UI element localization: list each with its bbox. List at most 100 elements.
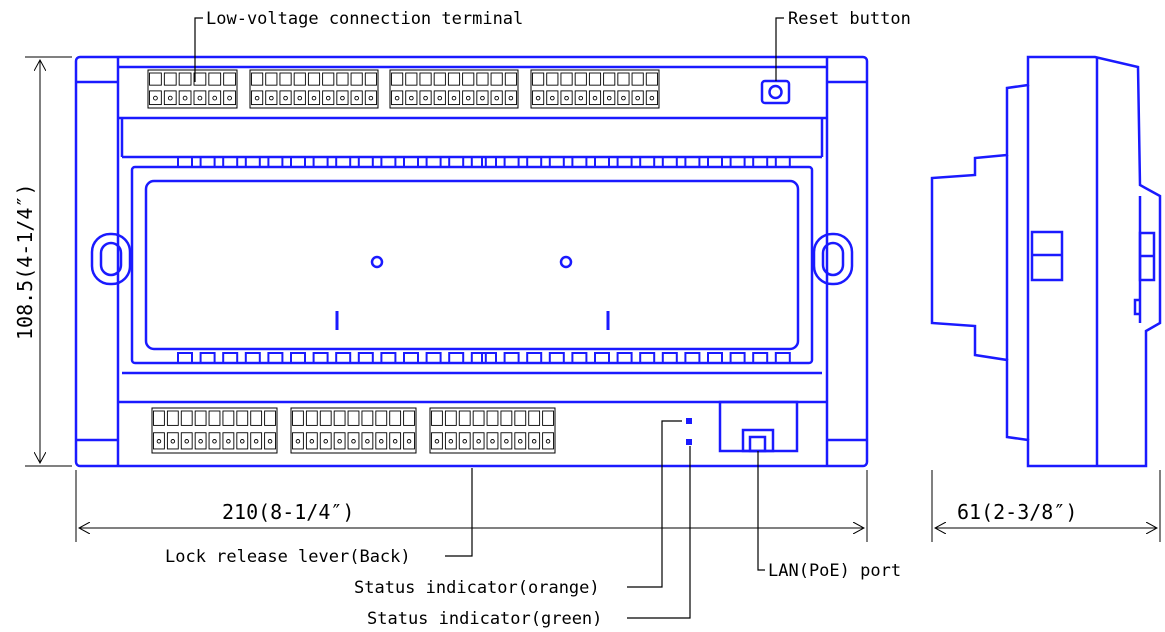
- vent-slot: [616, 156, 633, 168]
- vent-slot: [222, 352, 239, 364]
- lan-port-latch-inner: [748, 435, 767, 453]
- vent-slot: [571, 352, 588, 364]
- vent-slot: [752, 156, 769, 168]
- vent-slot: [661, 352, 678, 364]
- vent-slot: [526, 352, 543, 364]
- callout-status-green: Status indicator(green): [367, 609, 602, 629]
- vent-slot: [616, 352, 633, 364]
- vent-slot: [244, 156, 261, 168]
- vent-slot: [312, 156, 329, 168]
- left-mount-hole: [99, 241, 123, 277]
- vent-slot: [290, 352, 306, 364]
- vent-slot: [380, 156, 397, 168]
- vent-slot: [571, 156, 588, 168]
- vent-slot: [448, 352, 465, 364]
- vent-slot: [425, 352, 442, 364]
- terminal-block: [147, 69, 238, 109]
- vent-slot: [403, 156, 419, 168]
- right-mount-ear: [825, 57, 867, 466]
- callout-reset-button: Reset button: [788, 9, 911, 29]
- vent-slot: [639, 156, 656, 168]
- front-view: [74, 55, 869, 468]
- right-mount-hole-boss: [812, 232, 854, 286]
- vent-slot: [267, 156, 284, 168]
- status-indicator-orange: [686, 418, 692, 424]
- callout-lock-release-lever: Lock release lever(Back): [165, 547, 411, 567]
- vent-slot: [548, 352, 565, 364]
- vent-slot: [526, 156, 543, 168]
- vent-slot: [639, 352, 656, 364]
- vent-slot: [470, 156, 487, 168]
- vent-slot: [503, 156, 520, 168]
- vent-slot: [244, 352, 261, 364]
- low-voltage-terminal-blocks: [147, 69, 660, 109]
- dimension-height: 108.5(4-1/4″): [13, 183, 37, 340]
- status-indicator-green: [686, 439, 692, 445]
- terminal-block: [151, 407, 278, 454]
- vent-slot: [684, 352, 701, 364]
- vent-slot: [594, 352, 610, 364]
- vent-slot: [199, 352, 216, 364]
- center-cover: [130, 165, 814, 365]
- vent-slot: [177, 156, 193, 168]
- vent-slot: [403, 352, 419, 364]
- vent-slot: [267, 352, 284, 364]
- vent-slot: [335, 156, 352, 168]
- vent-slot: [470, 352, 487, 364]
- reset-button-core: [768, 84, 783, 100]
- vent-slot: [774, 156, 791, 168]
- terminal-block: [530, 69, 660, 109]
- vent-slot: [707, 352, 723, 364]
- terminal-block: [290, 407, 417, 454]
- screw-left: [370, 255, 384, 269]
- lan-port: [718, 400, 799, 453]
- terminal-block: [429, 407, 556, 454]
- callout-low-voltage-terminal: Low-voltage connection terminal: [206, 9, 523, 29]
- vent-slot: [707, 156, 723, 168]
- vent-slot: [481, 156, 497, 168]
- side-view: [930, 55, 1162, 468]
- vent-slots-top: [177, 156, 791, 168]
- left-mount-ear: [76, 57, 120, 466]
- lan-port-latch: [741, 428, 775, 453]
- vent-slot: [548, 156, 565, 168]
- vent-slot: [774, 352, 791, 364]
- vent-slot: [357, 156, 374, 168]
- dimension-depth: 61(2-3/8″): [957, 500, 1077, 524]
- callout-status-orange: Status indicator(orange): [354, 578, 600, 598]
- vent-slot: [312, 352, 329, 364]
- vent-slot: [177, 352, 193, 364]
- terminal-block: [249, 69, 379, 109]
- vent-slot: [594, 156, 610, 168]
- vent-slot: [684, 156, 701, 168]
- vent-slot: [380, 352, 397, 364]
- vent-slot: [729, 352, 746, 364]
- vent-slot: [661, 156, 678, 168]
- vent-slot: [199, 156, 216, 168]
- right-mount-hole: [821, 241, 845, 277]
- vent-slot: [481, 352, 497, 364]
- callout-lan-port: LAN(PoE) port: [768, 561, 901, 581]
- vent-slot: [357, 352, 374, 364]
- dimension-width: 210(8-1/4″): [222, 500, 354, 524]
- screw-right: [559, 255, 573, 269]
- vent-slot: [222, 156, 239, 168]
- vent-slot: [729, 156, 746, 168]
- vent-slot: [335, 352, 352, 364]
- vent-slots-bottom: [177, 352, 791, 364]
- dimension-lines: [25, 56, 1161, 542]
- side-body-outline: [930, 55, 1162, 468]
- vent-slot: [503, 352, 520, 364]
- vent-slot: [448, 156, 465, 168]
- left-mount-hole-boss: [90, 232, 132, 286]
- center-cover-inner: [144, 179, 800, 351]
- vent-slot: [425, 156, 442, 168]
- reset-button: [760, 79, 791, 105]
- callout-leaders: [194, 17, 784, 619]
- vent-slot: [752, 352, 769, 364]
- bottom-terminal-blocks: [151, 407, 556, 454]
- terminal-block: [389, 69, 519, 109]
- vent-slot: [290, 156, 306, 168]
- front-outer-body: [74, 55, 869, 468]
